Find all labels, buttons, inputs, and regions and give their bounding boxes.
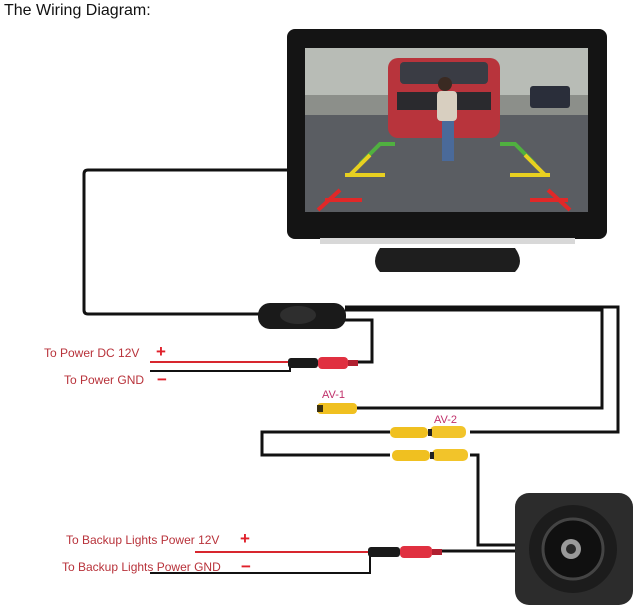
av2-connector xyxy=(390,426,466,438)
monitor xyxy=(287,29,607,272)
junction-box xyxy=(258,303,346,329)
backup-power-connector xyxy=(368,546,442,558)
label-av2: AV-2 xyxy=(434,414,458,426)
camera-video-connector xyxy=(392,449,468,461)
plus-sign: + xyxy=(156,342,166,361)
minus-sign: − xyxy=(157,370,167,389)
diagram-title: The Wiring Diagram: xyxy=(4,2,151,19)
minus-sign: − xyxy=(241,557,251,576)
label-backup-12v: To Backup Lights Power 12V xyxy=(66,533,220,547)
label-power-dc: To Power DC 12V xyxy=(44,346,140,360)
plus-sign: + xyxy=(240,529,250,548)
power-connector xyxy=(288,357,358,369)
label-av1: AV-1 xyxy=(322,389,346,401)
label-backup-gnd: To Backup Lights Power GND xyxy=(62,560,221,574)
label-power-gnd: To Power GND xyxy=(64,373,145,387)
backup-camera xyxy=(515,493,633,605)
av1-connector xyxy=(317,403,357,414)
